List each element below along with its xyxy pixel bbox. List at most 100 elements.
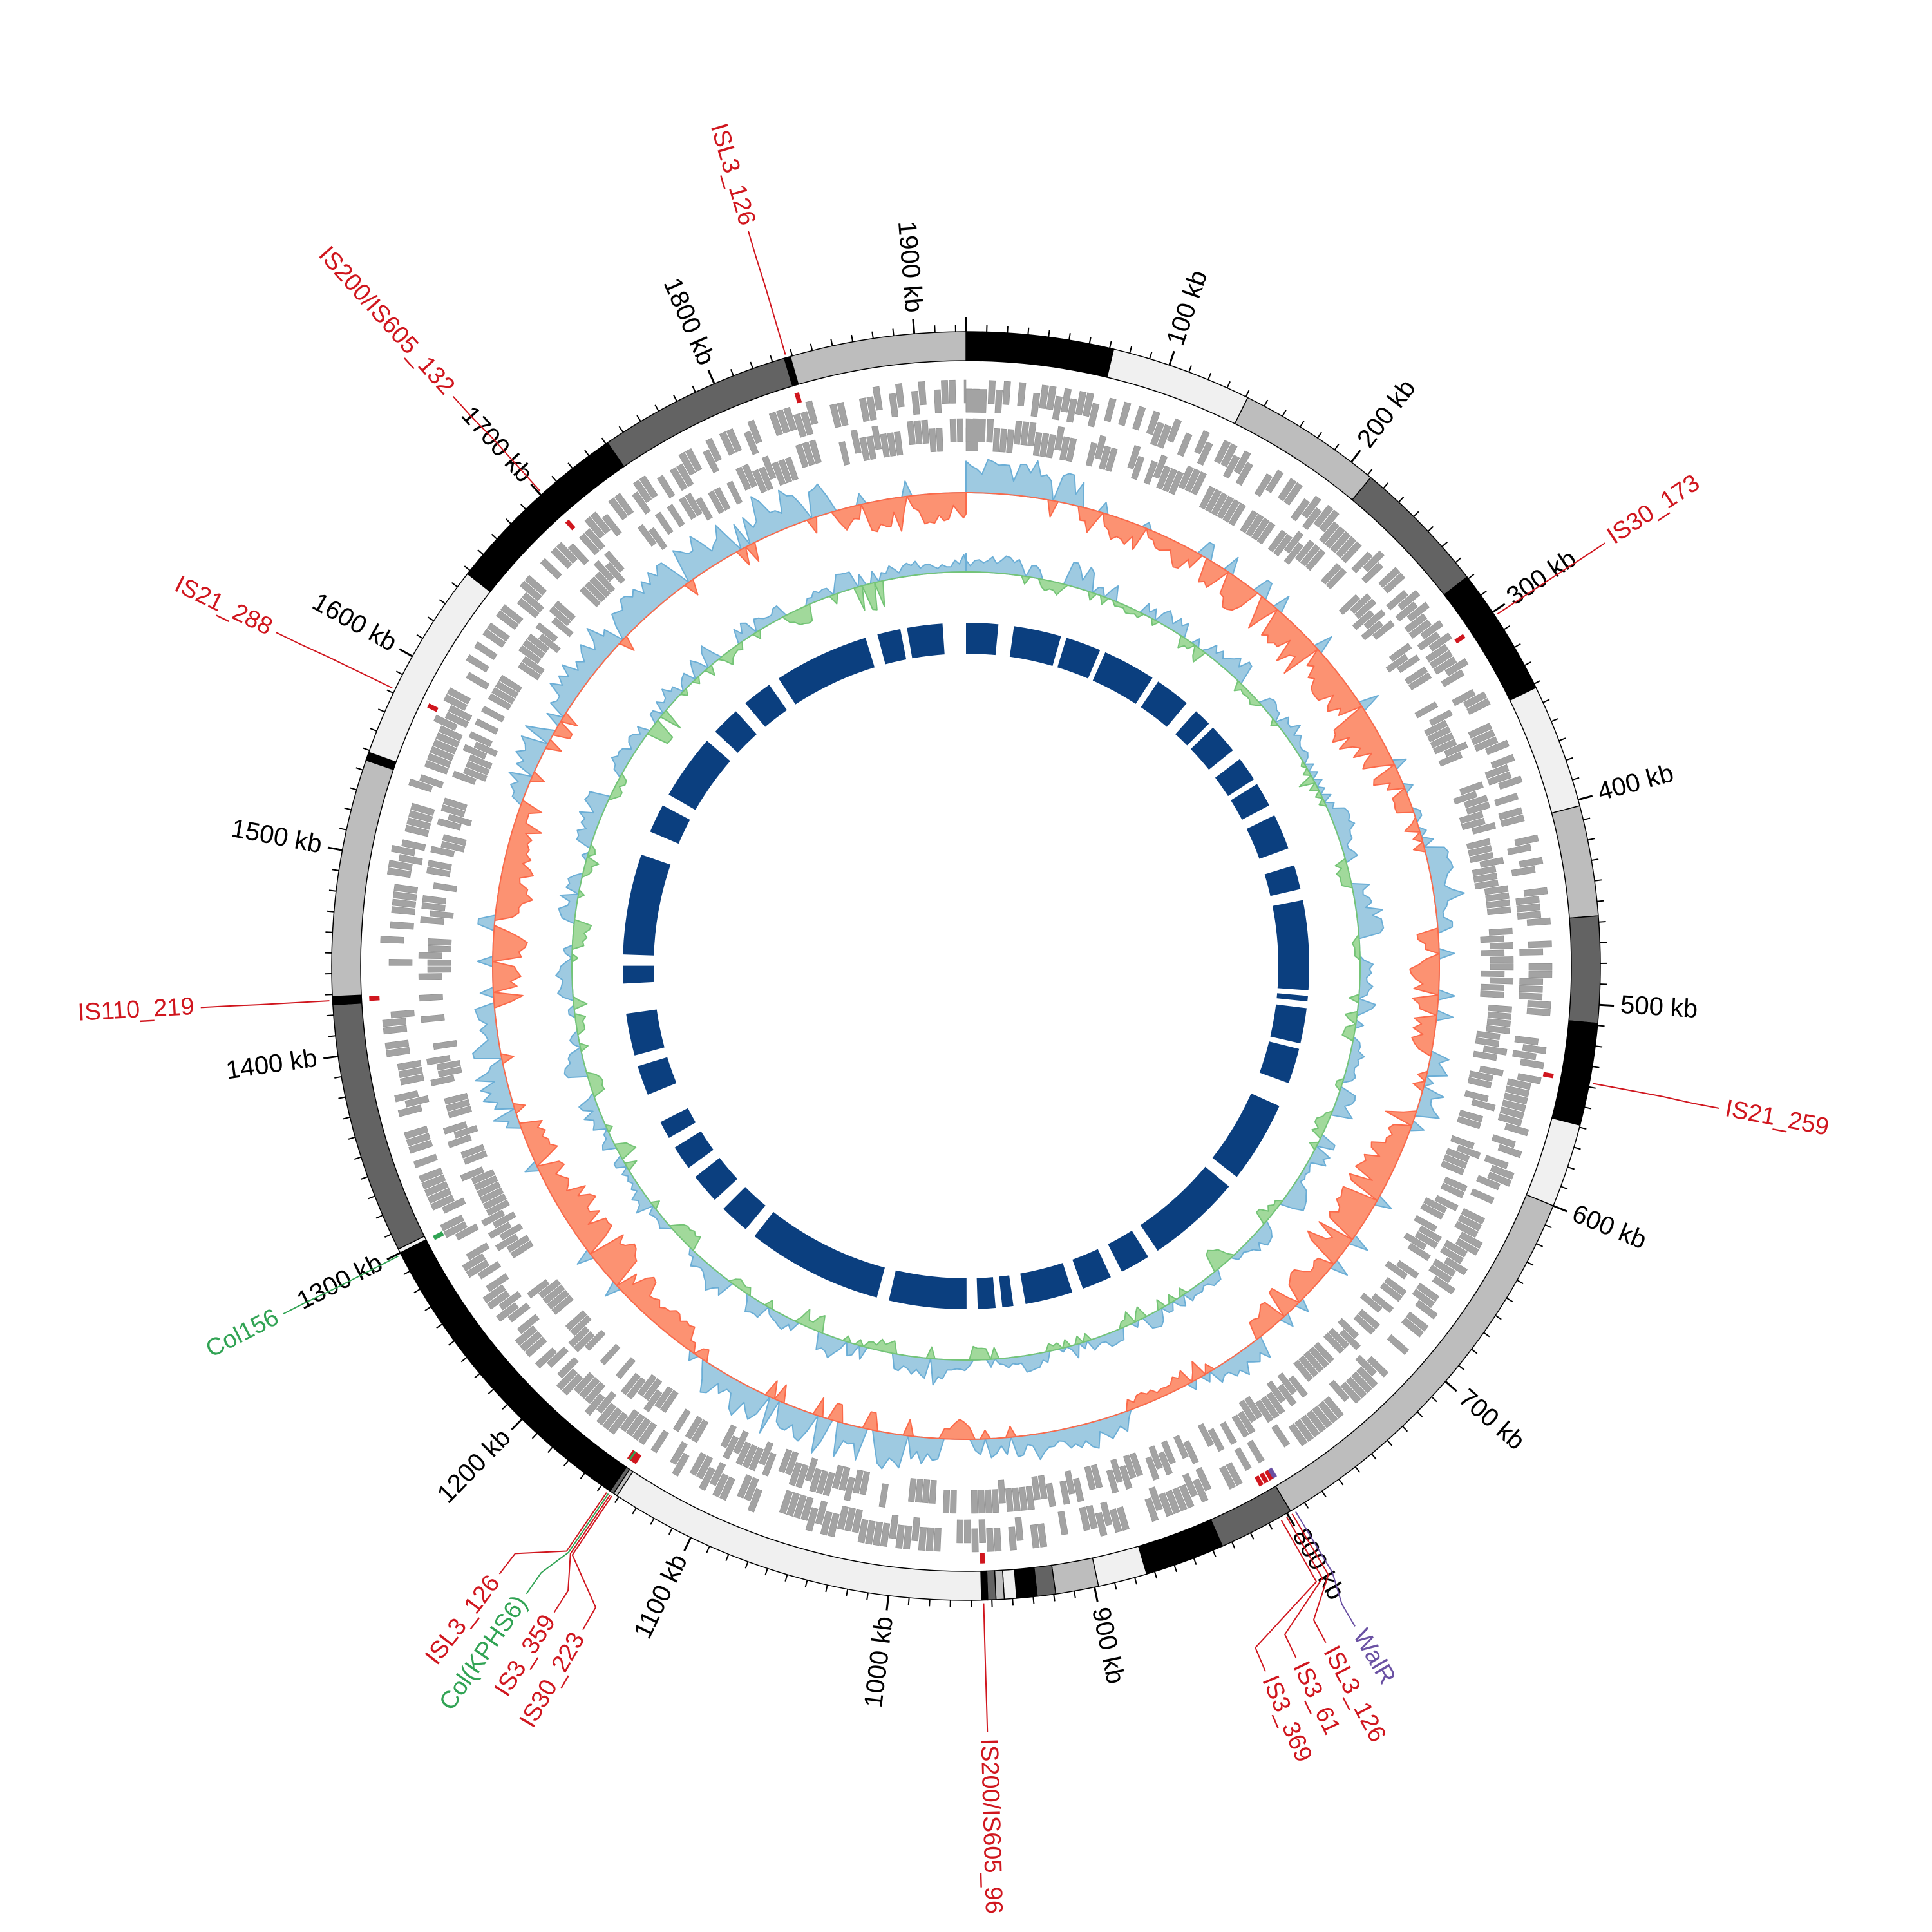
cds-reverse: [1485, 892, 1510, 902]
cds-forward: [1457, 1214, 1482, 1231]
cds-forward: [1471, 729, 1495, 745]
cds-reverse: [1065, 1470, 1075, 1495]
cds-reverse: [1476, 1030, 1501, 1040]
cds-forward: [1401, 1317, 1424, 1338]
cds-forward: [535, 1347, 557, 1368]
minor-tick: [1596, 900, 1604, 902]
cds-forward: [1484, 764, 1510, 779]
cds-track: [380, 379, 1553, 1553]
minor-tick: [1134, 1577, 1137, 1585]
cds-forward: [1278, 478, 1297, 502]
cds-reverse: [1408, 672, 1432, 690]
major-tick: [1168, 350, 1175, 366]
cds-forward: [1420, 620, 1444, 639]
cds-reverse: [838, 1466, 851, 1491]
minor-tick: [1441, 541, 1448, 547]
cds-reverse: [1255, 1399, 1274, 1423]
tick-label-group: 800 kb: [1287, 1524, 1350, 1605]
cds-forward: [650, 1430, 670, 1454]
cds-forward: [1312, 1405, 1332, 1428]
cds-forward: [424, 1181, 449, 1197]
label-connector: [1295, 1511, 1356, 1627]
cds-reverse: [999, 428, 1008, 453]
cds-reverse: [679, 496, 697, 520]
cds-forward: [815, 1500, 828, 1525]
cds-forward: [993, 1528, 1002, 1552]
cds-reverse: [1385, 1260, 1408, 1280]
cds-forward: [1167, 418, 1182, 443]
minor-tick: [427, 616, 435, 621]
cds-reverse: [1459, 1110, 1484, 1122]
cds-reverse: [1085, 442, 1098, 467]
cds-forward: [500, 604, 524, 624]
cds-reverse: [971, 1490, 978, 1514]
cds-forward: [1519, 992, 1543, 1001]
cds-forward: [1046, 386, 1057, 410]
cds-forward: [632, 1417, 651, 1441]
mobile-element-label-group: IS200/IS605_96: [975, 1738, 1007, 1915]
cds-forward: [1487, 1171, 1512, 1187]
minor-tick: [692, 385, 696, 393]
cds-reverse: [691, 1419, 709, 1443]
cds-forward: [1220, 443, 1238, 468]
cds-reverse: [1424, 719, 1448, 737]
cds-forward: [1235, 462, 1253, 486]
cds-reverse: [495, 1233, 519, 1251]
cds-reverse: [929, 1479, 937, 1504]
cds-reverse: [914, 1479, 923, 1503]
gc-content-negative: [571, 571, 1361, 1361]
cds-reverse: [499, 1223, 523, 1241]
tick-label: 700 kb: [1454, 1383, 1531, 1455]
inner-block: [660, 1108, 696, 1139]
cds-forward: [1082, 392, 1094, 417]
minor-tick: [1587, 838, 1595, 841]
cds-reverse: [522, 656, 545, 675]
cds-reverse: [1388, 643, 1412, 662]
cds-forward: [466, 1260, 490, 1278]
inner-block: [999, 1275, 1014, 1308]
minor-tick: [601, 437, 607, 444]
minor-tick: [1188, 365, 1192, 373]
major-tick: [1553, 1204, 1567, 1213]
cds-forward: [1290, 498, 1310, 522]
cds-forward: [709, 1462, 726, 1486]
cds-reverse: [468, 731, 493, 747]
cds-reverse: [463, 767, 488, 782]
minor-tick: [851, 334, 854, 343]
cds-forward: [1387, 1334, 1410, 1355]
major-tick: [886, 1595, 890, 1611]
mobile-element-marker: [1254, 1475, 1264, 1487]
ideogram-segment: [332, 1002, 425, 1250]
cds-reverse: [430, 846, 455, 857]
cds-reverse: [437, 818, 462, 831]
cds-forward: [689, 1452, 707, 1476]
tick-label: 500 kb: [1620, 990, 1699, 1023]
cds-forward: [394, 1090, 419, 1103]
minor-tick: [1212, 1549, 1217, 1557]
cds-reverse: [522, 639, 545, 659]
cds-forward: [911, 390, 920, 415]
cds-forward: [556, 542, 578, 564]
cds-reverse: [880, 433, 890, 458]
minor-tick: [1282, 410, 1287, 417]
cds-reverse: [422, 895, 447, 905]
minor-tick: [325, 931, 333, 933]
cds-forward: [1443, 1240, 1468, 1258]
cds-reverse: [1338, 594, 1360, 615]
minor-tick: [1007, 326, 1009, 334]
cds-forward: [1526, 917, 1551, 927]
cds-forward: [516, 1314, 540, 1334]
cds-forward: [1195, 1467, 1212, 1492]
cds-forward: [1452, 688, 1476, 706]
cds-reverse: [486, 1199, 510, 1217]
cds-reverse: [1129, 1452, 1143, 1477]
major-tick: [1350, 450, 1361, 463]
cds-reverse: [1459, 781, 1484, 795]
minor-tick: [343, 1116, 350, 1120]
major-tick: [399, 648, 413, 658]
minor-tick: [1032, 1596, 1035, 1604]
cds-forward: [1179, 1484, 1195, 1509]
label-connector: [1592, 1083, 1719, 1109]
inner-block: [1020, 1263, 1073, 1304]
cds-reverse: [1490, 977, 1514, 985]
